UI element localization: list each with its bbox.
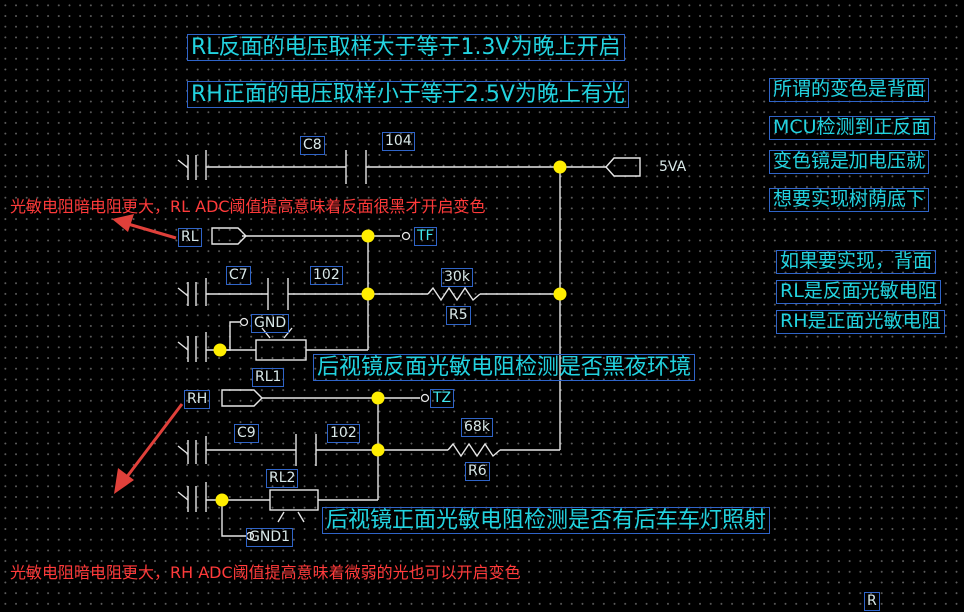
- net-label-tf: TF: [414, 227, 437, 246]
- net-label-5va: 5VA: [659, 159, 687, 175]
- junction-dot: [213, 343, 227, 357]
- side-note-1: 所谓的变色是背面: [769, 78, 930, 102]
- net-label-gnd1: GND1: [246, 528, 294, 547]
- terminal-tz: [420, 393, 430, 403]
- terminal-gnd: [239, 317, 249, 327]
- junctions: [213, 160, 567, 507]
- label-r6-value: 68k: [461, 418, 493, 437]
- label-c7: C7: [226, 266, 251, 285]
- side-note-2: MCU检测到正反面: [769, 116, 935, 140]
- note-rl-purpose: 后视镜反面光敏电阻检测是否黑夜环境: [313, 354, 696, 382]
- label-c9-value: 102: [327, 424, 360, 443]
- junction-dot: [553, 160, 567, 174]
- side-note2-1: 如果要实现，背面: [776, 250, 937, 274]
- junction-dot: [215, 493, 229, 507]
- junction-dot: [361, 229, 375, 243]
- label-c8: C8: [300, 136, 325, 155]
- junction-dot: [371, 443, 385, 457]
- net-label-tz: TZ: [430, 389, 455, 408]
- port-rl: [211, 227, 247, 245]
- label-r6: R6: [465, 462, 490, 481]
- label-c7-value: 102: [310, 266, 343, 285]
- net-label-r: R: [864, 592, 880, 611]
- note-rl-condition: RL反面的电压取样大于等于1.3V为晚上开启: [187, 34, 625, 62]
- port-5va: [605, 157, 641, 177]
- junction-dot: [371, 391, 385, 405]
- arrow-to-red-note-top: [127, 222, 177, 240]
- label-r5: R5: [446, 306, 471, 325]
- net-ports: [211, 157, 641, 407]
- net-label-gnd: GND: [251, 314, 290, 333]
- label-r5-value: 30k: [441, 268, 473, 287]
- side-note-4: 想要实现树荫底下: [769, 188, 930, 212]
- net-label-rh: RH: [184, 390, 211, 409]
- junction-dot: [361, 287, 375, 301]
- port-rh: [221, 389, 263, 407]
- label-c9: C9: [234, 424, 259, 443]
- note-rh-condition: RH正面的电压取样小于等于2.5V为晚上有光: [187, 81, 629, 109]
- note-rh-purpose: 后视镜正面光敏电阻检测是否有后车车灯照射: [322, 507, 771, 535]
- red-note-bottom: 光敏电阻暗电阻更大，RH ADC阈值提高意味着微弱的光也可以开启变色: [10, 563, 521, 582]
- terminals: [239, 231, 430, 541]
- label-c8-value: 104: [382, 132, 415, 151]
- side-note-3: 变色镜是加电压就: [769, 150, 930, 174]
- arrow-to-red-note-bottom: [124, 403, 184, 479]
- label-rl1: RL1: [252, 368, 285, 387]
- side-note2-3: RH是正面光敏电阻: [776, 310, 945, 334]
- red-note-top: 光敏电阻暗电阻更大，RL ADC阈值提高意味着反面很黑才开启变色: [10, 197, 486, 216]
- annotation-arrows: [112, 214, 184, 494]
- side-note2-2: RL是反面光敏电阻: [776, 280, 941, 304]
- net-label-rl: RL: [178, 228, 202, 247]
- terminal-tf: [401, 231, 411, 241]
- junction-dot: [553, 287, 567, 301]
- label-rl2: RL2: [266, 469, 299, 488]
